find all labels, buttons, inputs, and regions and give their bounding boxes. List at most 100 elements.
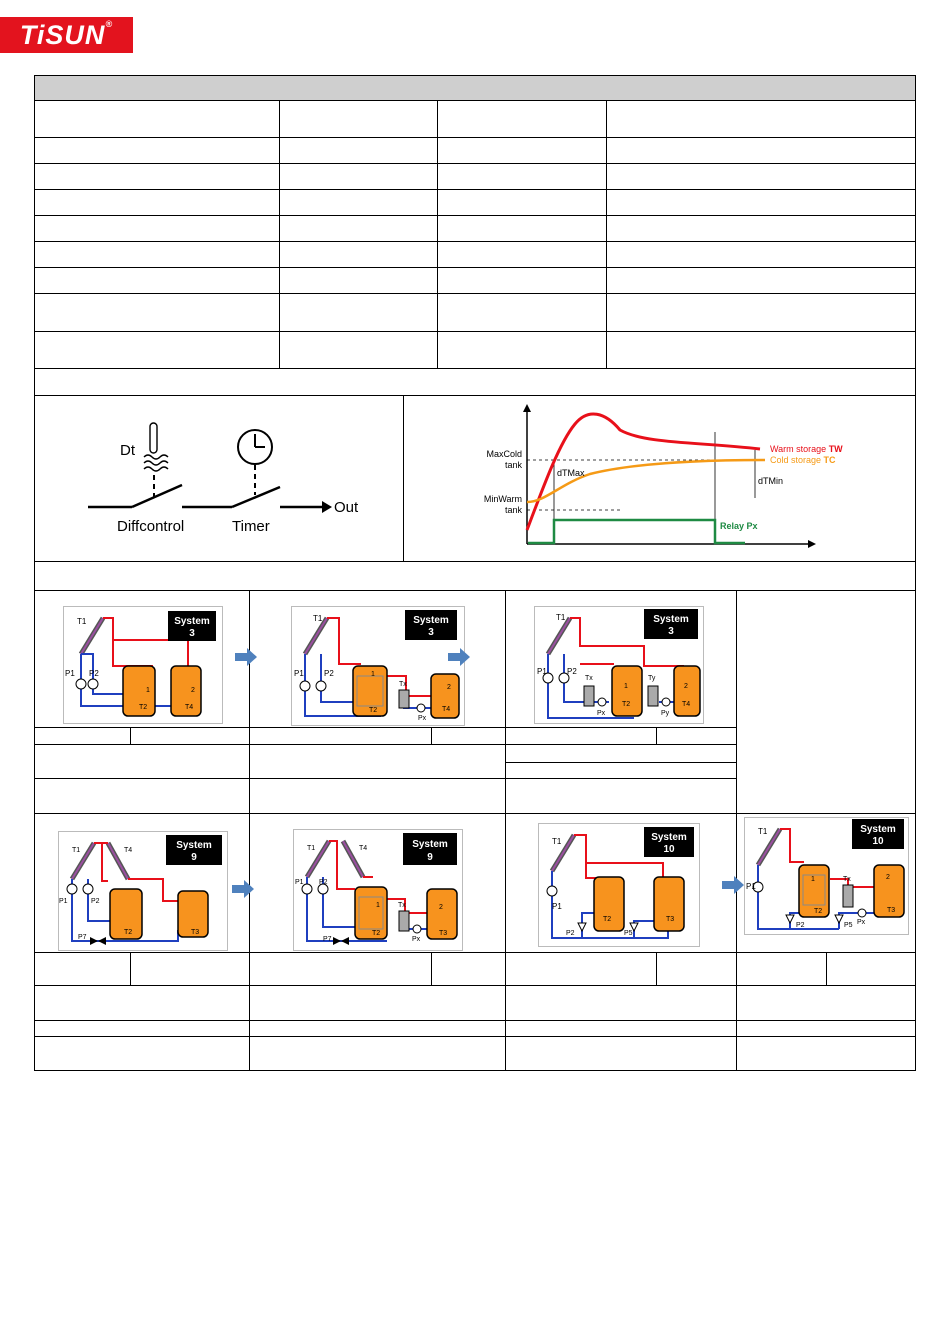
- valve-label: P7: [78, 934, 87, 941]
- pump-label: P1: [295, 879, 304, 886]
- table-row-line: [34, 241, 916, 242]
- dtmin-label: dTMin: [758, 476, 783, 486]
- table-row-line: [34, 137, 916, 138]
- table-row-line: [34, 368, 916, 369]
- arrow-right-icon: [235, 648, 257, 666]
- minwarm-label: MinWarm: [484, 494, 522, 504]
- system-number: 3: [428, 627, 434, 638]
- schematic-system-3-b: System 3 T1 P1 P2 1 T2 Tx Px 2 T4: [291, 606, 465, 726]
- out-arrow-icon: [322, 501, 332, 513]
- table-row-line: [34, 189, 916, 190]
- cold-storage-legend: Cold storage TC: [770, 455, 836, 465]
- tank-label: 2: [886, 874, 890, 881]
- sensor-label: T1: [313, 614, 323, 623]
- grid-col-line: [249, 590, 250, 1071]
- clock-icon: [237, 429, 273, 465]
- sensor-label: T1: [556, 613, 566, 622]
- schematic-system-3-a: System 3 T1 P1 P2 1 T2 2 T4: [63, 606, 223, 724]
- pump-label: P2: [324, 669, 334, 678]
- valve-label: P2: [796, 922, 805, 929]
- relay-px-line: [528, 518, 745, 545]
- pump-label: P2: [319, 879, 328, 886]
- valve-label: Ty: [648, 675, 656, 682]
- pump-label: P1: [59, 898, 68, 905]
- tisun-logo: TiSUN®: [0, 17, 133, 53]
- grid-col-line: [505, 590, 506, 1071]
- pump-label: P1: [746, 882, 756, 891]
- sensor-label: T1: [758, 827, 768, 836]
- sensor-label: T2: [369, 707, 377, 714]
- sensor-label: T1: [307, 845, 315, 852]
- table-row-line: [34, 561, 916, 562]
- sensor-label: T2: [139, 704, 147, 711]
- system-label: System: [174, 616, 210, 627]
- grid-row-line: [34, 813, 916, 814]
- pump-label: P2: [91, 898, 100, 905]
- pump-label: P1: [537, 667, 547, 676]
- tank-label: 2: [684, 683, 688, 690]
- sensor-label: T1: [552, 837, 562, 846]
- minwarm-label-2: tank: [505, 505, 523, 515]
- sensor-label: T2: [603, 916, 611, 923]
- system-label: System: [176, 840, 212, 851]
- pump-label: P1: [65, 669, 75, 678]
- schematic-system-10-b: System 10 T1 P1 1 T2 Tx Px 2 T3 P2 P5: [744, 817, 909, 935]
- grid-row-line: [34, 1036, 916, 1037]
- timer-label: Timer: [232, 518, 270, 535]
- table-col-line: [437, 100, 438, 368]
- dt-label: Dt: [120, 442, 136, 459]
- system-number: 9: [191, 852, 197, 863]
- pump-label: P2: [567, 667, 577, 676]
- thermometer-icon: [143, 422, 169, 472]
- system-label: System: [860, 824, 896, 835]
- warm-storage-curve: [525, 412, 761, 531]
- sensor-label: T1: [72, 847, 80, 854]
- valve-label: P7: [323, 936, 332, 943]
- pump-label: Px: [597, 710, 606, 717]
- sensor-label: T1: [77, 617, 87, 626]
- schematic-system-9-a: System 9 T1 T4 P1 P2 T2 T3 P7: [58, 831, 228, 951]
- valve-label: P2: [566, 930, 575, 937]
- valve-label: P5: [844, 922, 853, 929]
- valve-label: Tx: [843, 876, 851, 883]
- table-row-line: [34, 163, 916, 164]
- sensor-label: T2: [814, 908, 822, 915]
- grid-col-line: [130, 727, 131, 744]
- settings-table: [34, 75, 916, 1071]
- grid-row-line: [34, 985, 916, 986]
- valve-label: Tx: [398, 902, 406, 909]
- valve-label: Tx: [585, 675, 593, 682]
- table-col-line: [606, 100, 607, 368]
- grid-col-line: [736, 590, 737, 1071]
- table-row-line: [34, 293, 916, 294]
- table-row-line: [34, 395, 916, 396]
- tank-label: 2: [439, 904, 443, 911]
- table-row-line: [34, 267, 916, 268]
- system-number: 3: [189, 628, 195, 639]
- grid-col-line: [656, 727, 657, 744]
- sensor-label: T2: [372, 930, 380, 937]
- diagram-divider: [403, 395, 404, 561]
- sensor-label: T2: [124, 929, 132, 936]
- system-label: System: [412, 839, 448, 850]
- tank-label: 1: [624, 683, 628, 690]
- maxcold-label-2: tank: [505, 460, 523, 470]
- tank-label: 1: [376, 902, 380, 909]
- maxcold-label: MaxCold: [486, 449, 522, 459]
- grid-row-line: [34, 744, 736, 745]
- sensor-label: T4: [124, 847, 132, 854]
- grid-row-line: [34, 952, 916, 953]
- pump-label: Px: [412, 936, 421, 943]
- grid-col-line: [656, 952, 657, 985]
- table-row-line: [34, 590, 916, 591]
- grid-row-line: [34, 727, 736, 728]
- tank-label: 1: [371, 671, 375, 678]
- diffcontrol-label: Diffcontrol: [117, 518, 184, 535]
- schematic-system-10-a: System 10 T1 P1 T2 T3 P2 P5: [538, 823, 700, 947]
- table-row-line: [34, 215, 916, 216]
- tank-label: 2: [191, 687, 195, 694]
- grid-col-line: [826, 952, 827, 985]
- out-label: Out: [334, 499, 359, 516]
- arrow-right-icon: [232, 880, 254, 898]
- cold-storage-curve: [526, 458, 766, 504]
